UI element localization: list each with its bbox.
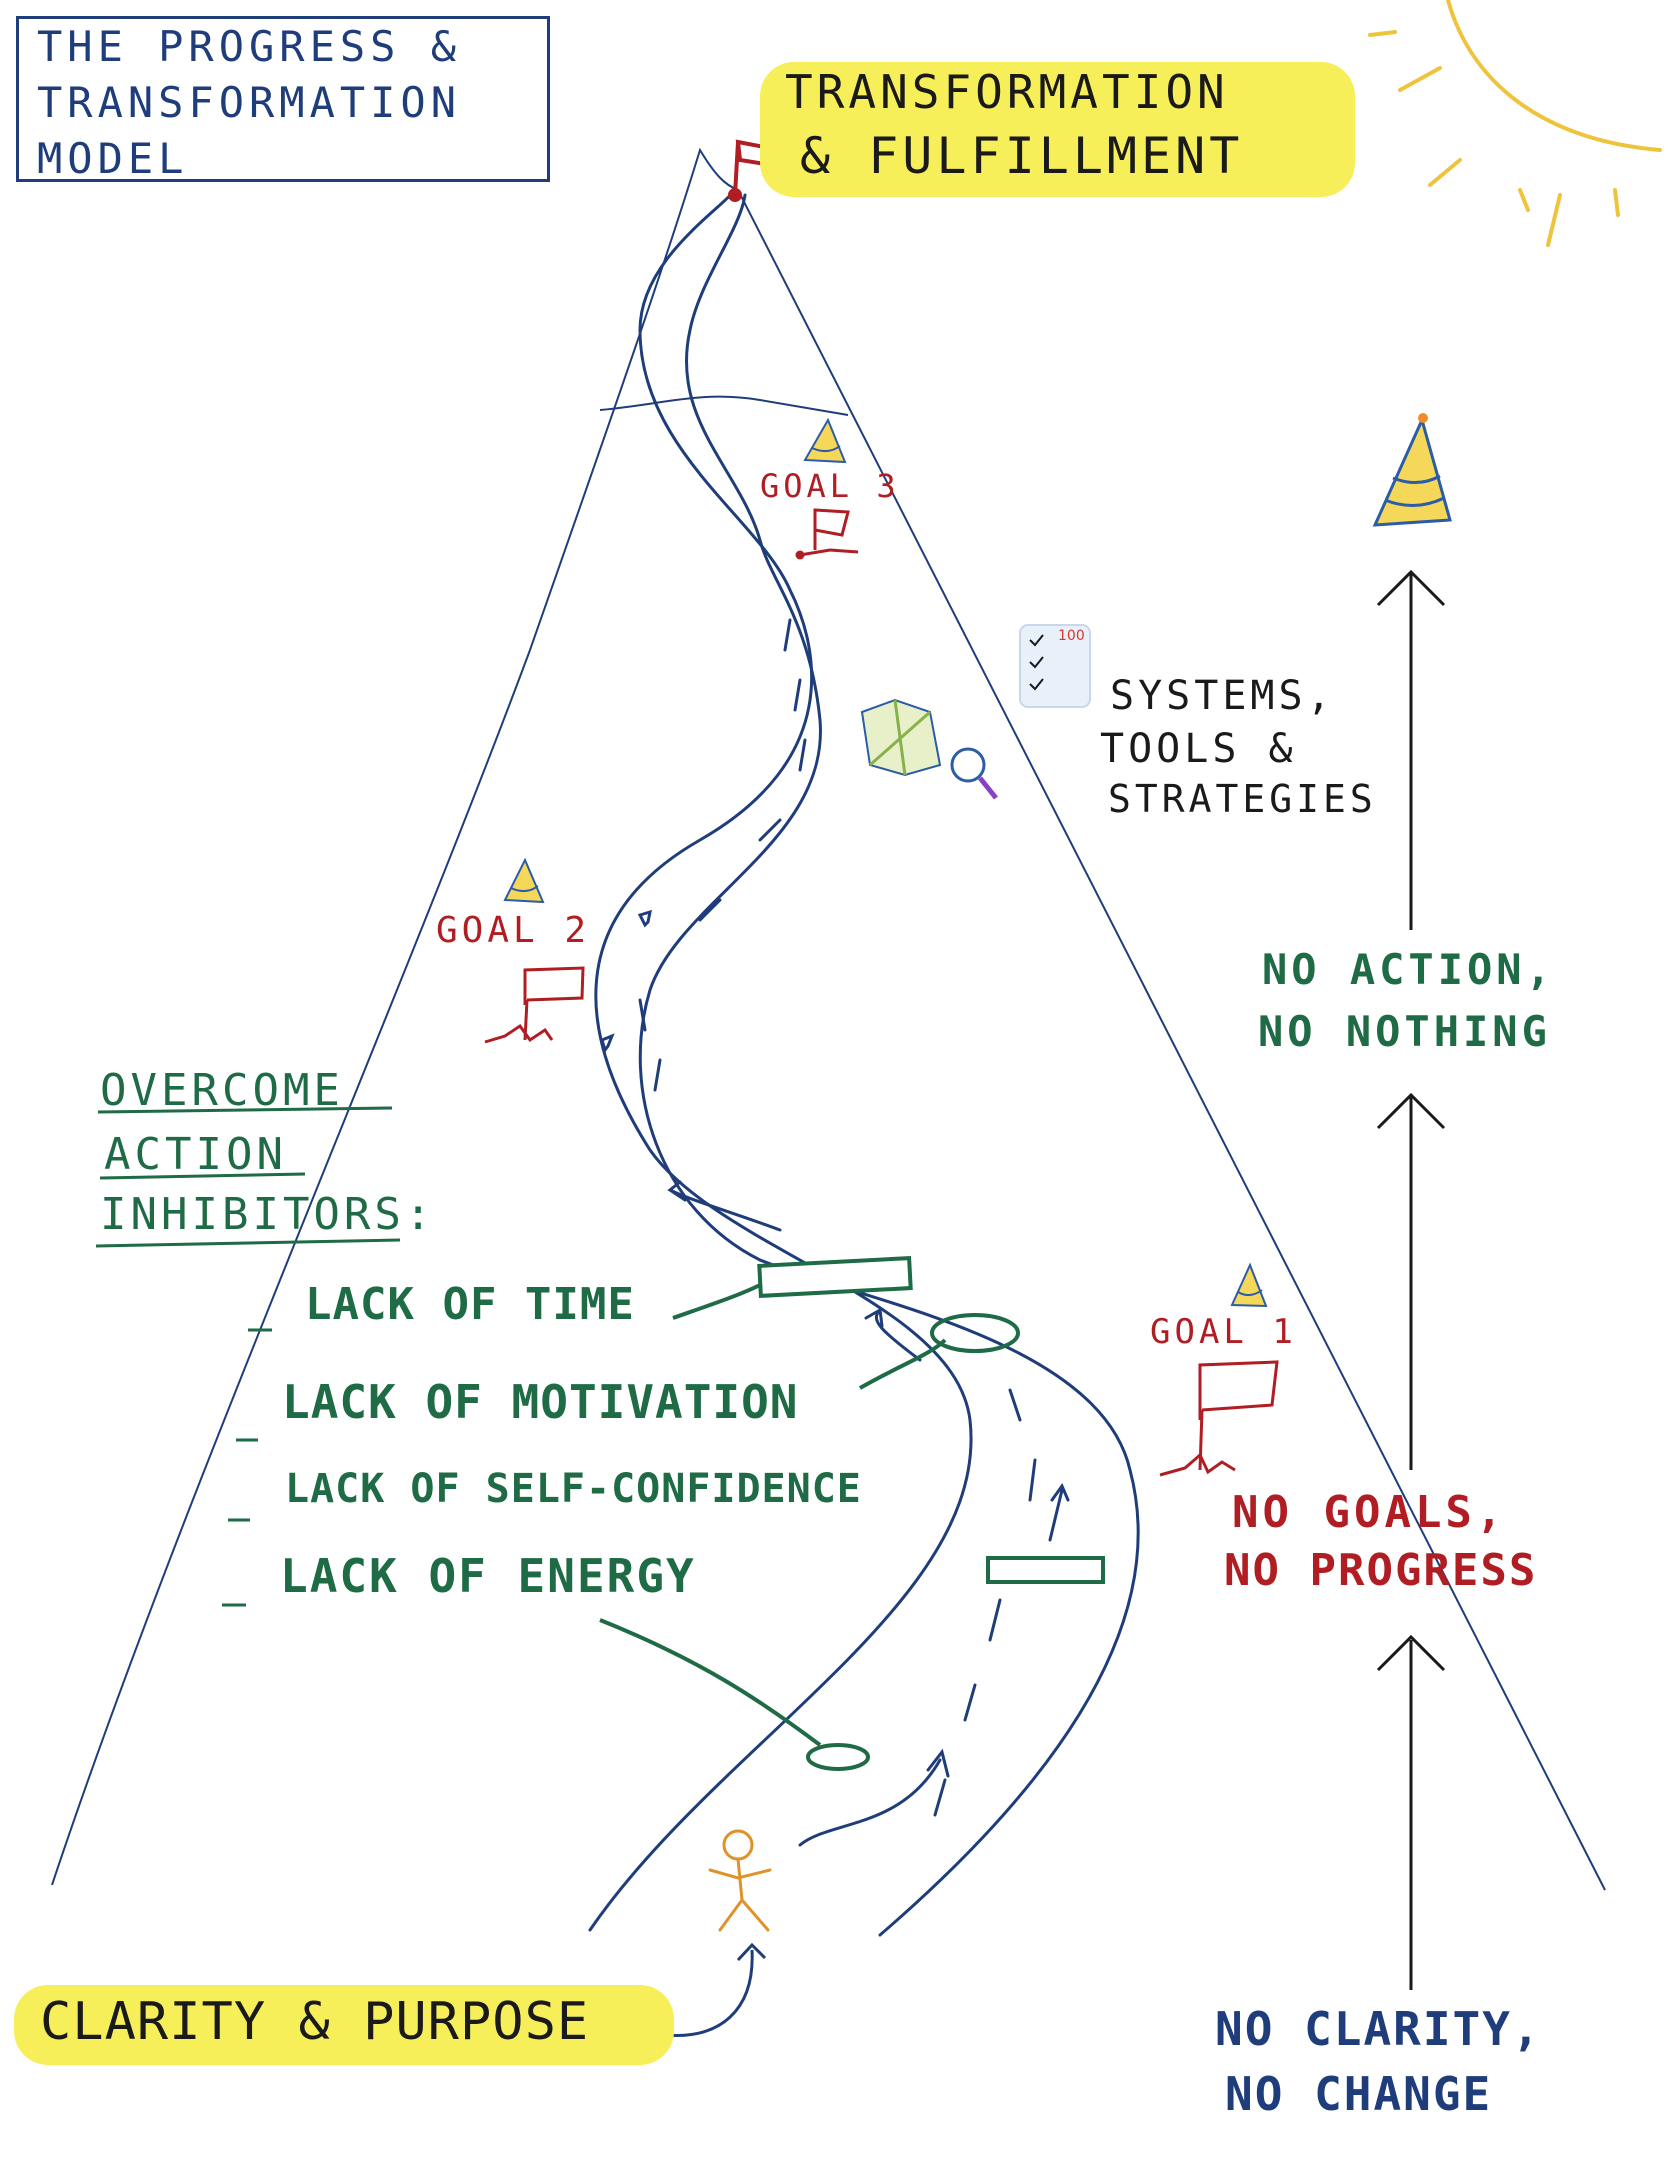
magnifier-icon (950, 747, 998, 800)
no-clarity-line1: NO CLARITY, (1215, 2002, 1542, 2056)
party-hat-icon (803, 417, 847, 464)
sun-icon (1368, 0, 1662, 247)
no-clarity-line2: NO CHANGE (1225, 2067, 1493, 2121)
summit-label-line2: & FULFILLMENT (800, 127, 1244, 185)
goal3-flag-icon (795, 508, 859, 560)
no-goals-line1: NO GOALS, (1232, 1487, 1507, 1538)
title-line-2: TRANSFORMATION (37, 78, 462, 128)
title-box: THE PROGRESS & TRANSFORMATION MODEL (16, 16, 550, 182)
heading-underlines (95, 1106, 401, 1607)
winding-path (588, 188, 1140, 1937)
no-action-line1: NO ACTION, (1262, 945, 1555, 994)
systems-line1: SYSTEMS, (1110, 673, 1335, 719)
party-hat-icon (1372, 413, 1452, 527)
goal3-label: GOAL 3 (760, 467, 900, 505)
up-arrow-icon (1376, 569, 1446, 930)
goal1-label: GOAL 1 (1150, 1312, 1297, 1352)
title-line-1: THE PROGRESS & (37, 22, 462, 71)
stick-figure-icon (708, 1829, 772, 1932)
inhibitor-heading-3: INHIBITORS: (100, 1189, 436, 1240)
party-hat-icon (1230, 1262, 1268, 1308)
no-goals-line2: NO PROGRESS (1224, 1545, 1538, 1596)
systems-line2: TOOLS & (1100, 726, 1297, 772)
summit-highlight (760, 62, 1355, 197)
start-label: CLARITY & PURPOSE (40, 1992, 590, 2052)
map-icon (860, 698, 942, 777)
inhibitor-item-motivation: LACK OF MOTIVATION (282, 1375, 799, 1429)
inhibitor-item-energy: LACK OF ENERGY (280, 1549, 696, 1603)
checklist-icon: 100 (1019, 624, 1091, 708)
party-hat-icon (503, 857, 545, 904)
inhibitor-heading-2: ACTION (104, 1129, 287, 1180)
inhibitor-item-self-confidence: LACK OF SELF-CONFIDENCE (285, 1466, 862, 1512)
start-arrow (664, 1942, 767, 2038)
mountain (51, 147, 1606, 1891)
inhibitor-connectors (599, 1255, 1105, 1771)
goal2-flag-icon (484, 966, 585, 1044)
svg-text:100: 100 (1058, 628, 1085, 644)
up-arrow-icon (1376, 1092, 1446, 1470)
no-action-line2: NO NOTHING (1258, 1007, 1551, 1056)
goal1-flag-icon (1159, 1360, 1279, 1477)
systems-line3: STRATEGIES (1108, 777, 1377, 821)
inhibitor-heading-1: OVERCOME (100, 1065, 344, 1116)
start-highlight (14, 1985, 674, 2065)
goal2-label: GOAL 2 (436, 910, 591, 951)
up-arrow-icon (1376, 1634, 1446, 1990)
summit-label-line1: TRANSFORMATION (785, 65, 1229, 119)
inhibitor-item-time: LACK OF TIME (305, 1279, 635, 1330)
title-line-3: MODEL (37, 134, 189, 184)
